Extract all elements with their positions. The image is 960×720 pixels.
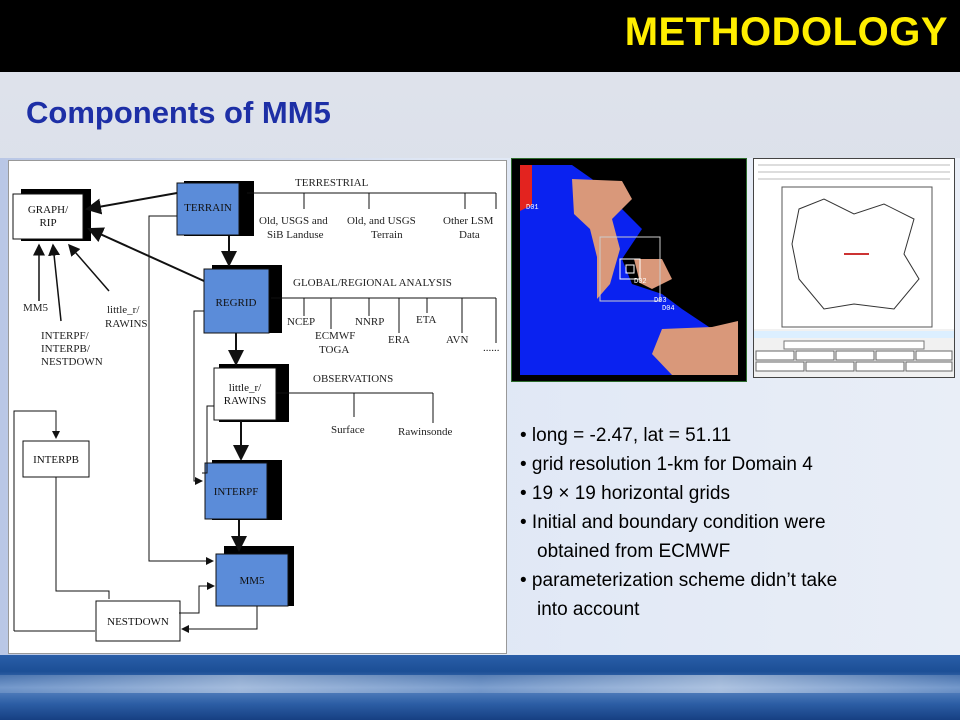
label-d03: D03: [654, 297, 667, 305]
mm5-input-label: MM5: [23, 302, 49, 314]
avn-label: AVN: [446, 334, 468, 346]
domain-d02-box: [619, 258, 641, 280]
little-r-label-2: RAWINS: [224, 395, 267, 407]
box-graph-rip: [12, 193, 84, 240]
usgs-terrain-label-1: Old, and USGS: [347, 215, 416, 227]
interpb-label: INTERPB: [33, 454, 79, 466]
eta-label: ETA: [416, 314, 437, 326]
domain-d04-box: [625, 264, 635, 274]
bullet-line: • 19 × 19 horizontal grids: [520, 483, 730, 504]
nestdown-label: NESTDOWN: [107, 616, 169, 628]
graph-rip-label-2: RIP: [39, 217, 56, 229]
observations-label: OBSERVATIONS: [313, 373, 393, 385]
terrain-outline-map: [753, 158, 955, 378]
label-d02: D02: [634, 278, 647, 286]
method-notes: • long = -2.47, lat = 51.11 • grid resol…: [520, 421, 950, 624]
slide-subtitle: Components of MM5: [26, 95, 331, 130]
mm5-flow-diagram: GRAPH/ RIP TERRAIN REGRID little_r/ RAWI…: [8, 160, 507, 654]
graph-rip-label-1: GRAPH/: [28, 204, 69, 216]
edge-region: [520, 165, 532, 211]
toga-label: TOGA: [319, 344, 349, 356]
terrain-outline-canvas: [754, 159, 954, 377]
label-d01: D01: [526, 204, 539, 212]
surface-label: Surface: [331, 424, 365, 436]
regrid-label: REGRID: [216, 297, 257, 309]
ecmwf-label-1: ECMWF: [315, 330, 355, 342]
slide-title: METHODOLOGY: [624, 10, 948, 54]
nnrp-label: NNRP: [355, 316, 384, 328]
ellipsis-label: ......: [483, 342, 500, 354]
bullet-line: • long = -2.47, lat = 51.11: [520, 425, 732, 446]
nested-domain-map: D01 D02 D03 D04: [511, 158, 747, 382]
nested-domain-canvas: D01 D02 D03 D04: [520, 165, 738, 375]
little-r-input-label-2: RAWINS: [105, 318, 148, 330]
interp-group-label-2: INTERPB/: [41, 343, 91, 355]
usgs-terrain-label-2: Terrain: [371, 229, 403, 241]
outer-black-region: [572, 165, 738, 329]
land-region-1: [572, 179, 632, 299]
bullet-line: • Initial and boundary condition were: [520, 512, 826, 533]
bullet-line: into account: [537, 599, 640, 620]
flow-diagram-canvas: GRAPH/ RIP TERRAIN REGRID little_r/ RAWI…: [12, 177, 500, 642]
mm5-label: MM5: [239, 575, 265, 587]
box-mm5: [215, 553, 289, 607]
box-interpb: [22, 440, 90, 478]
terrestrial-label: TERRESTRIAL: [295, 177, 369, 189]
interpf-label: INTERPF: [214, 486, 259, 498]
other-lsm-label-2: Data: [459, 229, 480, 241]
header-bar: METHODOLOGY: [0, 0, 960, 72]
box-regrid: [203, 268, 270, 334]
land-region-3: [652, 321, 738, 375]
domain-d03-box: [599, 236, 661, 302]
usgs-sib-label-2: SiB Landuse: [267, 229, 324, 241]
usgs-sib-label-1: Old, USGS and: [259, 215, 328, 227]
box-interpf: [204, 462, 268, 520]
land-region-2: [634, 259, 672, 289]
bullet-line: obtained from ECMWF: [537, 541, 731, 562]
outline-boundary: [791, 198, 920, 310]
box-nestdown: [95, 600, 181, 642]
ocean-banner: [0, 655, 960, 720]
rawinsonde-label: Rawinsonde: [398, 426, 453, 438]
little-r-input-label-1: little_r/: [107, 304, 140, 316]
bullet-line: • parameterization scheme didn’t take: [520, 570, 838, 591]
interp-group-label-3: NESTDOWN: [41, 356, 103, 368]
era-label: ERA: [388, 334, 410, 346]
box-little-r: [213, 367, 277, 421]
label-d04: D04: [662, 305, 675, 313]
terrain-label: TERRAIN: [184, 202, 232, 214]
bullet-line: • grid resolution 1-km for Domain 4: [520, 454, 813, 475]
global-regional-label: GLOBAL/REGIONAL ANALYSIS: [293, 277, 452, 289]
little-r-label-1: little_r/: [229, 382, 262, 394]
box-terrain: [176, 182, 240, 236]
ncep-label: NCEP: [287, 316, 315, 328]
interp-group-label-1: INTERPF/: [41, 330, 90, 342]
other-lsm-label-1: Other LSM: [443, 215, 494, 227]
